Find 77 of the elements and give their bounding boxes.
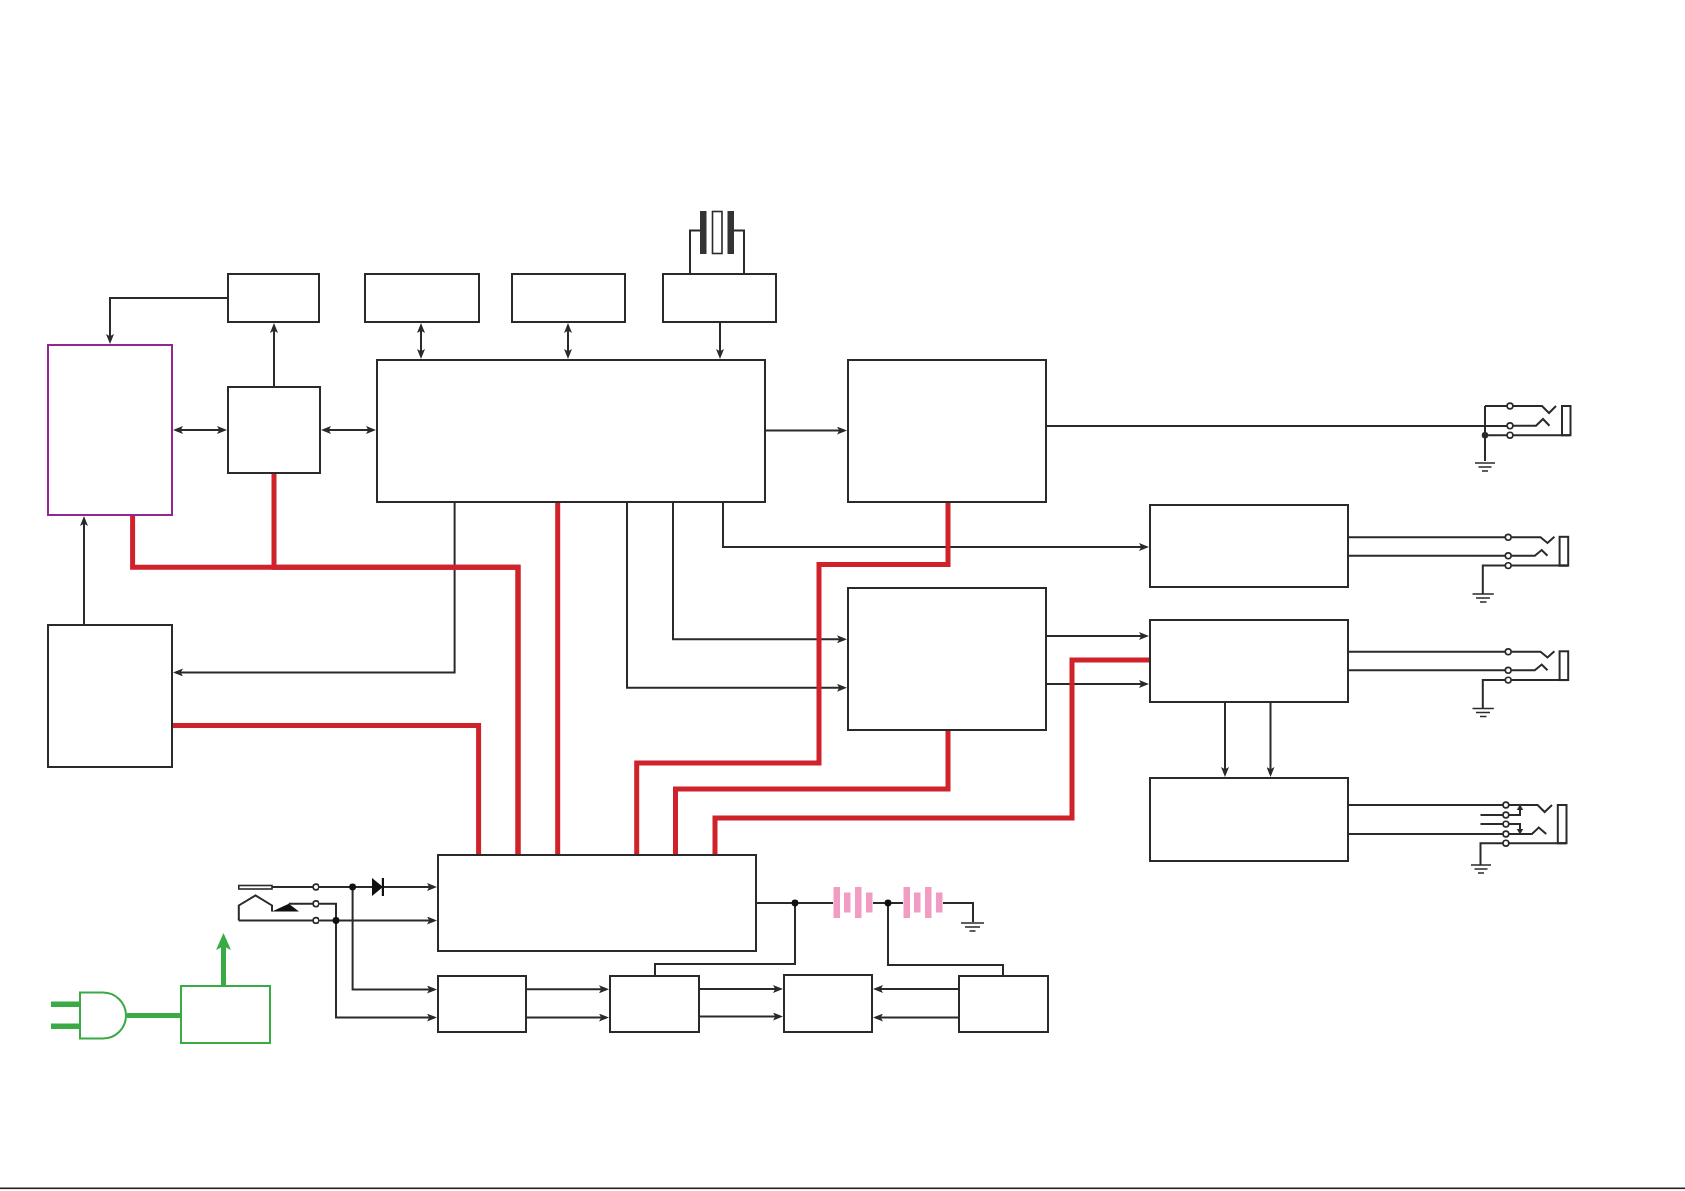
function-block [180, 985, 271, 1044]
arrow [1221, 702, 1229, 777]
connector-line [712, 657, 1149, 854]
arrow [873, 1013, 959, 1022]
battery-cell-symbol [903, 887, 943, 918]
function-block [437, 854, 757, 952]
arrow [873, 985, 959, 993]
arrow [716, 322, 724, 359]
crystal-symbol [700, 210, 734, 255]
arrow [699, 985, 783, 993]
ground-symbol [961, 922, 984, 933]
arrow [526, 985, 609, 994]
function-block [227, 386, 321, 474]
audio-jack-symbol [1471, 647, 1570, 718]
arrow [173, 502, 456, 677]
connector-line [1348, 554, 1472, 557]
function-block [847, 587, 1047, 731]
connector-line [1348, 804, 1470, 806]
connector-line [673, 731, 951, 854]
arrow [526, 1013, 609, 1022]
arrow [626, 502, 847, 692]
connector-line [872, 902, 1004, 976]
function-block [511, 273, 626, 323]
double-arrow [564, 323, 572, 359]
dc-jack-symbol [236, 882, 319, 924]
connector-line [942, 902, 974, 923]
connector-line [271, 474, 521, 854]
double-arrow [173, 426, 227, 434]
function-block [1149, 504, 1349, 588]
arrow [270, 323, 278, 387]
double-arrow [321, 426, 376, 434]
function-block [1149, 619, 1349, 703]
arrow [106, 297, 228, 344]
arrow [1046, 632, 1149, 640]
function-block [437, 975, 527, 1033]
function-block [47, 624, 173, 768]
arrow [318, 902, 437, 1022]
battery-cell-symbol [833, 887, 873, 918]
arrow [80, 516, 88, 625]
arrow [699, 1012, 783, 1021]
connector-line [127, 1013, 180, 1018]
double-arrow [417, 323, 425, 359]
arrow [318, 916, 437, 925]
function-block [1149, 777, 1349, 862]
audio-jack-symbol [1471, 533, 1570, 604]
function-block [364, 273, 480, 323]
connector-line [1348, 669, 1472, 672]
arrow [672, 502, 847, 644]
function-block [227, 273, 320, 323]
function-block [662, 273, 777, 323]
arrow [765, 426, 847, 435]
connector-line [555, 503, 561, 854]
diode-symbol [372, 878, 384, 897]
arrow [216, 933, 231, 985]
function-block [47, 344, 173, 516]
connector-line [634, 503, 951, 854]
arrow [722, 502, 1149, 551]
function-block [783, 974, 873, 1033]
power-plug-symbol [51, 991, 127, 1041]
function-block [376, 359, 766, 503]
function-block [847, 359, 1047, 503]
audio-jack-symbol [1473, 402, 1572, 474]
connector-line [1046, 425, 1474, 427]
function-block [609, 975, 700, 1033]
arrow [383, 883, 437, 891]
function-block [958, 975, 1049, 1033]
arrow [1266, 702, 1275, 777]
connector-line [654, 902, 796, 976]
connector-line [1348, 536, 1472, 539]
connector-line [689, 229, 701, 274]
connector-line [173, 723, 482, 854]
connector-line [1348, 650, 1472, 653]
connector-line [733, 229, 745, 274]
arrow [1046, 680, 1149, 688]
arrow [318, 886, 437, 994]
audio-jack-symbol [1469, 801, 1569, 875]
connector-line [1348, 833, 1470, 835]
